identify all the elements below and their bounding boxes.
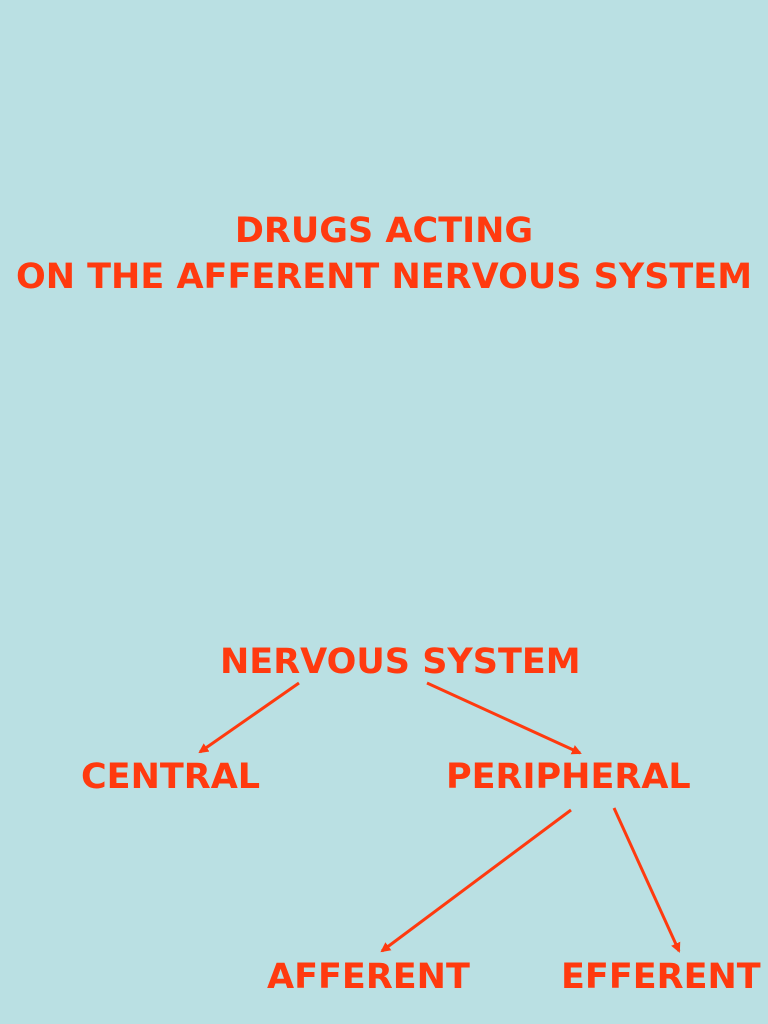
node-efferent: EFFERENT	[561, 957, 761, 997]
arrow-peripheral-to-afferent	[380, 808, 572, 953]
node-nervous-system: NERVOUS SYSTEM	[220, 642, 581, 682]
title-line-2: ON THE AFFERENT NERVOUS SYSTEM	[15, 257, 753, 297]
node-central: CENTRAL	[81, 757, 261, 797]
arrow-peripheral-to-efferent	[612, 807, 681, 953]
title-line-1: DRUGS ACTING	[234, 211, 534, 251]
slide-title: DRUGS ACTING ON THE AFFERENT NERVOUS SYS…	[0, 208, 768, 300]
node-afferent: AFFERENT	[267, 957, 470, 997]
node-peripheral: PERIPHERAL	[446, 757, 691, 797]
arrow-root-to-peripheral	[426, 681, 582, 755]
arrow-root-to-central	[198, 681, 300, 754]
